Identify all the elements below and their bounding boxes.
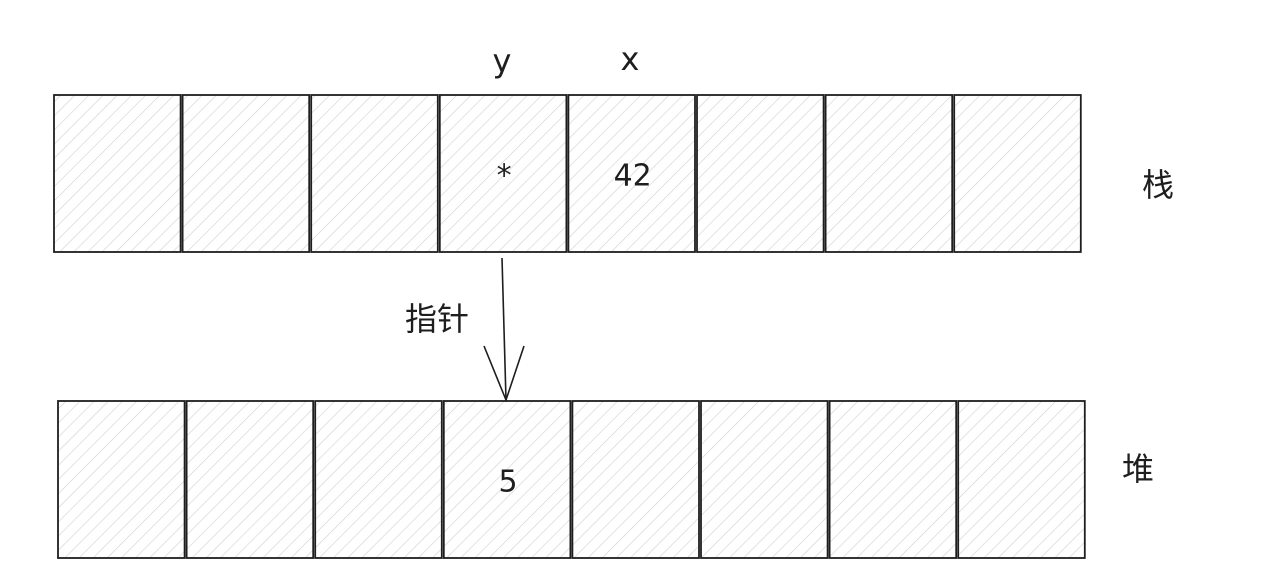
stack-cell-value: * <box>497 159 512 194</box>
heap-cell <box>828 400 958 559</box>
heap-cell <box>957 400 1086 559</box>
stack-cell <box>181 94 311 253</box>
heap-cell <box>571 400 700 559</box>
heap-label: 堆 <box>1122 450 1154 488</box>
heap-cell <box>314 400 443 559</box>
stack-cell-value: 42 <box>614 159 652 194</box>
stack-cell <box>438 94 568 253</box>
heap-row: 5 <box>57 400 1086 559</box>
stack-cell <box>310 94 439 253</box>
stack-cell <box>824 94 954 253</box>
pointer-arrow-shaft <box>501 257 507 401</box>
pointer-label: 指针 <box>405 300 469 338</box>
stack-cell <box>567 94 696 253</box>
var-label-x: x <box>621 40 640 78</box>
pointer-arrow-head <box>483 345 525 403</box>
heap-cell <box>57 400 186 559</box>
stack-row: * 42 <box>53 94 1082 253</box>
heap-cell <box>442 400 572 559</box>
heap-cell <box>185 400 315 559</box>
heap-cell-value: 5 <box>499 465 518 500</box>
stack-label: 栈 <box>1142 166 1174 204</box>
pointer-arrow <box>483 257 525 403</box>
stack-cell <box>53 94 182 253</box>
var-label-y: y <box>493 42 512 80</box>
stack-cell <box>696 94 825 253</box>
heap-cell <box>700 400 829 559</box>
stack-cell <box>953 94 1082 253</box>
